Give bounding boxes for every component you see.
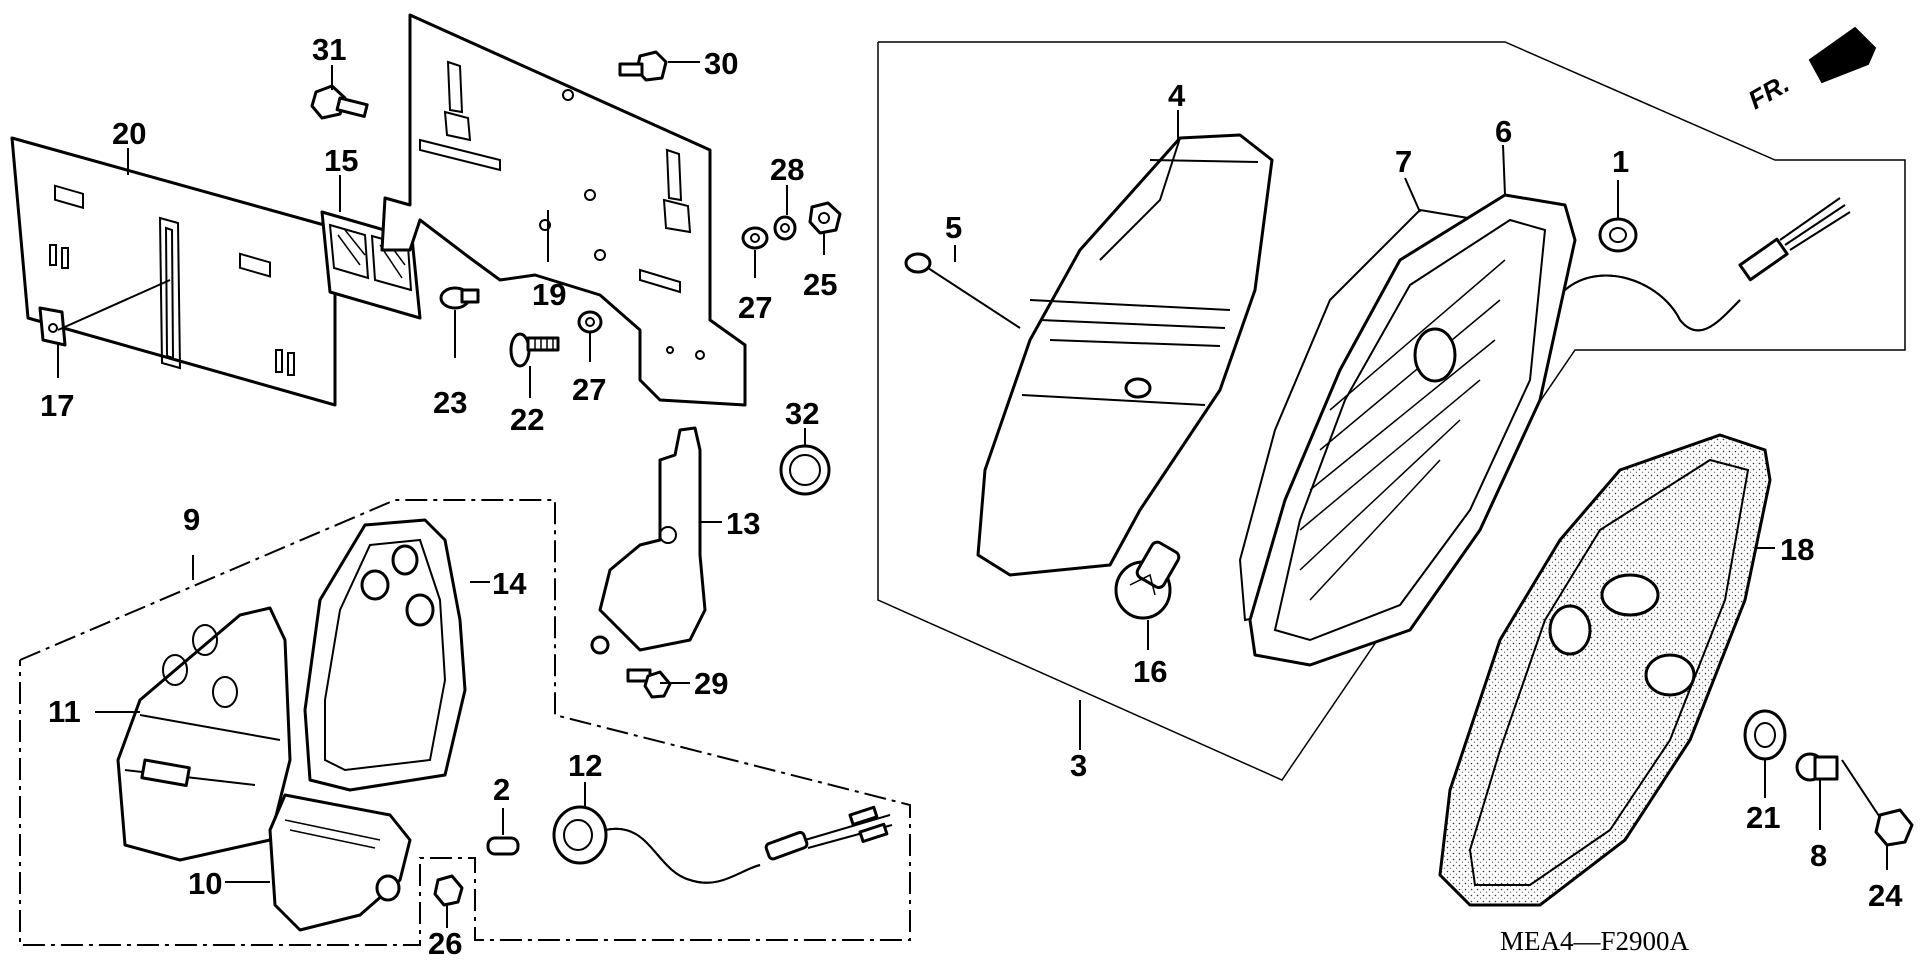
callout-23: 23 [433, 385, 467, 420]
callout-14: 14 [492, 566, 527, 601]
callout-10: 10 [188, 866, 222, 901]
callout-labels: 1 3 4 5 6 7 8 9 10 11 12 13 14 15 16 17 … [40, 32, 1903, 961]
tail-cover-18 [1438, 433, 1772, 907]
callout-15: 15 [324, 143, 358, 178]
callout-20: 20 [112, 116, 146, 151]
tail-lens-4 [976, 133, 1274, 577]
callout-27-left: 27 [572, 372, 606, 407]
collar-8 [1795, 752, 1839, 782]
callout-12: 12 [568, 748, 602, 783]
callout-13: 13 [726, 506, 760, 541]
diagram-code: MEA4—F2900A [1500, 926, 1690, 956]
screw-5 [904, 252, 1021, 329]
indicator-housing-10 [268, 793, 412, 932]
screw-23 [439, 286, 480, 310]
callout-31: 31 [312, 32, 346, 67]
indicator-lens-11 [116, 606, 292, 862]
callout-5: 5 [945, 210, 962, 245]
bolt-30 [618, 50, 668, 82]
washer-28 [773, 215, 797, 241]
bolt-31 [310, 84, 369, 120]
callout-28: 28 [770, 152, 804, 187]
callout-6: 6 [1495, 114, 1512, 149]
license-plate-20 [10, 136, 337, 407]
callout-17: 17 [40, 388, 74, 423]
bulb-16 [1114, 540, 1181, 620]
grommet-32 [779, 444, 831, 496]
bulb-2 [486, 836, 520, 856]
callout-7: 7 [1395, 144, 1412, 179]
callout-9: 9 [183, 502, 200, 537]
nut-25 [808, 201, 842, 235]
callout-19: 19 [532, 277, 566, 312]
callout-2: 2 [493, 772, 510, 807]
bolt-29 [626, 668, 672, 699]
tail-base-6 [1248, 193, 1577, 667]
washer-27-right [741, 226, 769, 250]
callout-25: 25 [803, 267, 837, 302]
indicator-gasket-14 [303, 518, 467, 792]
grommet-21 [1743, 709, 1787, 761]
callout-3: 3 [1070, 748, 1087, 783]
clip-17 [38, 306, 67, 347]
leader-lines [57, 61, 1888, 928]
grommet-1 [1598, 217, 1638, 253]
assembly-boundary-9 [19, 499, 911, 946]
callout-1: 1 [1612, 144, 1629, 179]
bracket-13 [590, 426, 707, 655]
assembly-boundary-3 [877, 41, 1906, 781]
callout-4: 4 [1168, 78, 1186, 113]
washer-27-left [577, 310, 603, 334]
callout-26: 26 [428, 926, 462, 959]
callout-32: 32 [785, 396, 819, 431]
callout-27-right: 27 [738, 290, 772, 325]
callout-29: 29 [694, 666, 728, 701]
callout-11: 11 [48, 694, 81, 729]
callout-16: 16 [1133, 654, 1167, 689]
callout-21: 21 [1746, 800, 1780, 835]
license-bracket-19 [380, 13, 747, 407]
callout-30: 30 [704, 46, 738, 81]
callout-24: 24 [1868, 878, 1903, 913]
bolt-24 [1841, 759, 1914, 847]
tail-wire-harness [1564, 197, 1851, 332]
callout-22: 22 [510, 402, 544, 437]
screw-22 [509, 332, 560, 368]
front-direction-label: FR. [1743, 68, 1794, 115]
callout-18: 18 [1780, 532, 1814, 567]
socket-12 [552, 805, 893, 884]
front-direction-arrow-icon [1808, 26, 1877, 84]
callout-8: 8 [1810, 838, 1827, 873]
nut-26 [433, 874, 464, 907]
